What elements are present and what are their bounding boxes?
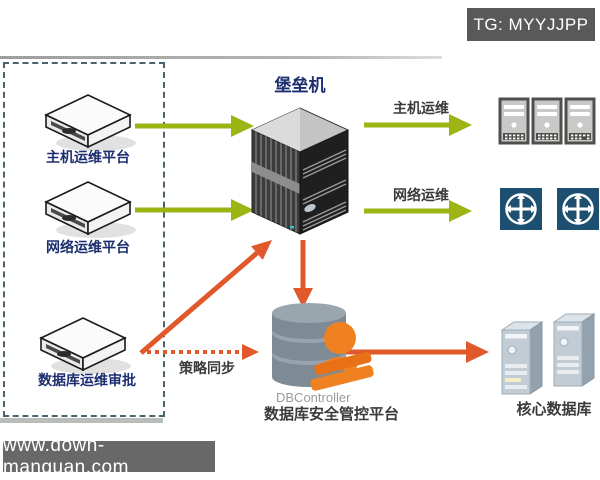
policy-sync-label: 策略同步 bbox=[179, 360, 235, 376]
arrow-dbcontroller-to-coredb bbox=[345, 341, 489, 363]
tg-badge: TG: MYYJJPP bbox=[467, 8, 595, 41]
arrow-bastion-to-dbcontroller bbox=[293, 240, 313, 308]
db-approval-appliance-icon bbox=[39, 317, 131, 374]
ops-platforms-group-box bbox=[3, 62, 165, 417]
network-ops-arrow-label: 网络运维 bbox=[393, 187, 449, 203]
network-platform-appliance-icon bbox=[44, 181, 136, 238]
arrow-network-platform-to-bastion bbox=[135, 199, 254, 221]
db-approval-label: 数据库运维审批 bbox=[38, 372, 136, 388]
db-tower-icon bbox=[552, 313, 596, 387]
dbcontroller-platform-label: 数据库安全管控平台 bbox=[264, 406, 400, 423]
core-database-towers-icon bbox=[500, 313, 596, 395]
host-ops-arrow-label: 主机运维 bbox=[393, 100, 449, 116]
bastion-server-icon bbox=[250, 107, 350, 235]
arrow-bastion-to-hosts bbox=[364, 114, 472, 136]
core-db-label: 核心数据库 bbox=[516, 401, 592, 418]
rack-server-icon bbox=[498, 97, 530, 145]
dbcontroller-database-stamp-icon bbox=[272, 303, 374, 391]
network-routers-icon bbox=[500, 188, 599, 230]
arrow-host-platform-to-bastion bbox=[135, 115, 254, 137]
arrow-approval-to-bastion bbox=[139, 240, 272, 355]
bastion-label: 堡垒机 bbox=[274, 76, 326, 95]
router-icon bbox=[557, 188, 599, 230]
arrow-policy-sync-dashed bbox=[147, 344, 259, 360]
db-tower-icon bbox=[500, 321, 544, 395]
network-platform-label: 网络运维平台 bbox=[46, 239, 130, 255]
arrow-bastion-to-network bbox=[364, 200, 472, 222]
host-platform-label: 主机运维平台 bbox=[46, 149, 130, 165]
router-icon bbox=[500, 188, 542, 230]
bottom-gray-line bbox=[0, 418, 163, 423]
rack-server-icon bbox=[564, 97, 596, 145]
rack-server-icon bbox=[531, 97, 563, 145]
stamp-glyph bbox=[310, 322, 374, 391]
host-platform-appliance-icon bbox=[44, 94, 136, 151]
dbcontroller-name-label: DBController bbox=[276, 390, 351, 405]
site-watermark: www.down-manguan.com bbox=[3, 435, 215, 478]
host-servers-icon bbox=[498, 97, 596, 145]
top-divider-line bbox=[0, 56, 442, 59]
